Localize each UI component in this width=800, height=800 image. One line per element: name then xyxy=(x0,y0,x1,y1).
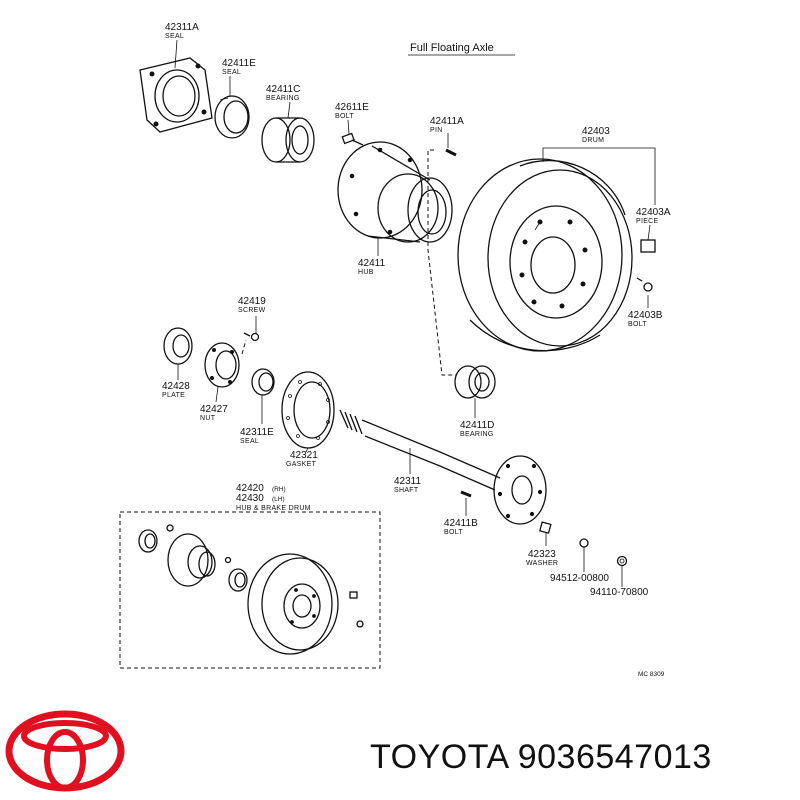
shaft-bolt-drawing xyxy=(460,490,472,498)
part-number: 94512-00800 xyxy=(550,573,609,584)
drum-bolt-drawing xyxy=(636,277,653,292)
assembly-drawing xyxy=(138,524,364,655)
part-name: BOLT xyxy=(628,321,647,328)
part-number: 42411A xyxy=(430,116,464,127)
cone-washer-drawing xyxy=(539,521,552,534)
lock-nut-drawing xyxy=(204,342,240,388)
part-label-p2: 42411C BEARING xyxy=(266,84,300,102)
part-name: SEAL xyxy=(165,33,184,40)
gasket-drawing xyxy=(281,371,335,449)
hub-nut-drawing xyxy=(616,555,628,567)
part-name: HUB xyxy=(358,269,374,276)
part-label-p3: 42611E BOLT xyxy=(335,102,369,120)
brand-part-number: TOYOTA 9036547013 xyxy=(370,738,712,776)
part-name: WASHER xyxy=(526,560,558,567)
hub-bolt-drawing xyxy=(341,132,364,146)
assembly-number-lh: 42430 xyxy=(236,493,264,504)
part-number: 42411E xyxy=(222,58,256,69)
part-name: BEARING xyxy=(460,431,494,438)
axle-shaft-drawing xyxy=(339,409,547,525)
part-number: 42411B xyxy=(444,518,478,529)
lock-plate-drawing xyxy=(163,327,193,365)
oil-seal-drawing xyxy=(214,95,250,139)
part-label-p19: 94110-70800 xyxy=(590,587,649,598)
part-number: 42428 xyxy=(162,381,190,392)
axle-seal-drawing xyxy=(251,368,275,396)
outer-bearing-drawing xyxy=(454,365,496,399)
part-label-p16: 42411B BOLT xyxy=(444,518,478,536)
part-number: 42411D xyxy=(460,420,494,431)
seal-plate-drawing xyxy=(139,57,213,133)
diagram-title: Full Floating Axle xyxy=(410,42,494,54)
part-name: SEAL xyxy=(240,438,259,445)
part-label-p7: 42403B BOLT xyxy=(628,310,663,328)
brake-drum-drawing xyxy=(457,158,633,352)
bearing-drawing xyxy=(261,117,315,163)
part-name: BOLT xyxy=(335,113,354,120)
part-number: 42311 xyxy=(394,476,422,487)
part-name: PIECE xyxy=(636,218,659,225)
balance-piece-drawing xyxy=(640,239,656,253)
assembly-number-rh: 42420 xyxy=(236,483,264,494)
part-number: 42403B xyxy=(628,310,663,321)
part-name: BOLT xyxy=(444,529,463,536)
part-label-p11: 42427 NUT xyxy=(200,404,228,422)
assembly-suffix-lh: (LH) xyxy=(272,496,285,503)
part-name: SEAL xyxy=(222,69,241,76)
part-name: SCREW xyxy=(238,307,266,314)
part-number: 42611E xyxy=(335,102,369,113)
part-label-p4: 42411A PIN xyxy=(430,116,464,134)
part-number: 42311A xyxy=(165,22,199,33)
part-name: SHAFT xyxy=(394,487,419,494)
assembly-dashed-line xyxy=(427,149,456,376)
part-label-p15: 42311 SHAFT xyxy=(394,476,422,494)
part-label-p8: 42411 HUB xyxy=(358,258,386,276)
part-label-p14: 42411D BEARING xyxy=(460,420,494,438)
part-number: 42321 xyxy=(290,450,318,461)
part-label-p6: 42403A PIECE xyxy=(636,207,671,225)
screw-dashed-line xyxy=(241,339,247,355)
part-number: 42323 xyxy=(528,549,556,560)
part-label-p5: 42403 DRUM xyxy=(582,126,610,144)
part-number: 42403A xyxy=(636,207,671,218)
pin-drawing xyxy=(445,148,457,157)
toyota-logo-icon xyxy=(5,710,125,792)
assembly-box xyxy=(119,511,381,669)
screw-drawing xyxy=(243,332,260,342)
part-name: PIN xyxy=(430,127,443,134)
part-name: PLATE xyxy=(162,392,185,399)
part-number: 42427 xyxy=(200,404,228,415)
assembly-suffix-rh: (RH) xyxy=(272,486,286,493)
part-label-p17: 42323 WASHER xyxy=(526,549,558,567)
part-name: NUT xyxy=(200,415,216,422)
assembly-label: 42420 (RH) 42430 (LH) HUB & BRAKE DRUM xyxy=(236,483,311,512)
part-number: 42311E xyxy=(240,427,274,438)
nut-drawing xyxy=(579,538,589,548)
part-label-p13: 42321 GASKET xyxy=(286,450,318,468)
part-label-p18: 94512-00800 xyxy=(550,573,609,584)
leader-lines xyxy=(174,39,656,587)
assembly-name: HUB & BRAKE DRUM xyxy=(236,505,311,512)
footer-code: MC 8309 xyxy=(638,671,665,678)
part-name: DRUM xyxy=(582,137,604,144)
part-number: 42411C xyxy=(266,84,300,95)
part-label-p10: 42428 PLATE xyxy=(162,381,190,399)
part-number: 42419 xyxy=(238,296,266,307)
part-number: 94110-70800 xyxy=(590,587,649,598)
hub-drawing xyxy=(337,141,453,243)
part-number: 42403 xyxy=(582,126,610,137)
part-label-p9: 42419 SCREW xyxy=(238,296,266,314)
part-label-p12: 42311E SEAL xyxy=(240,427,274,445)
part-name: GASKET xyxy=(286,461,317,468)
part-label-p1: 42411E SEAL xyxy=(222,58,256,76)
part-number: 42411 xyxy=(358,258,386,269)
part-label-p0: 42311A SEAL xyxy=(165,22,199,40)
part-name: BEARING xyxy=(266,95,300,102)
